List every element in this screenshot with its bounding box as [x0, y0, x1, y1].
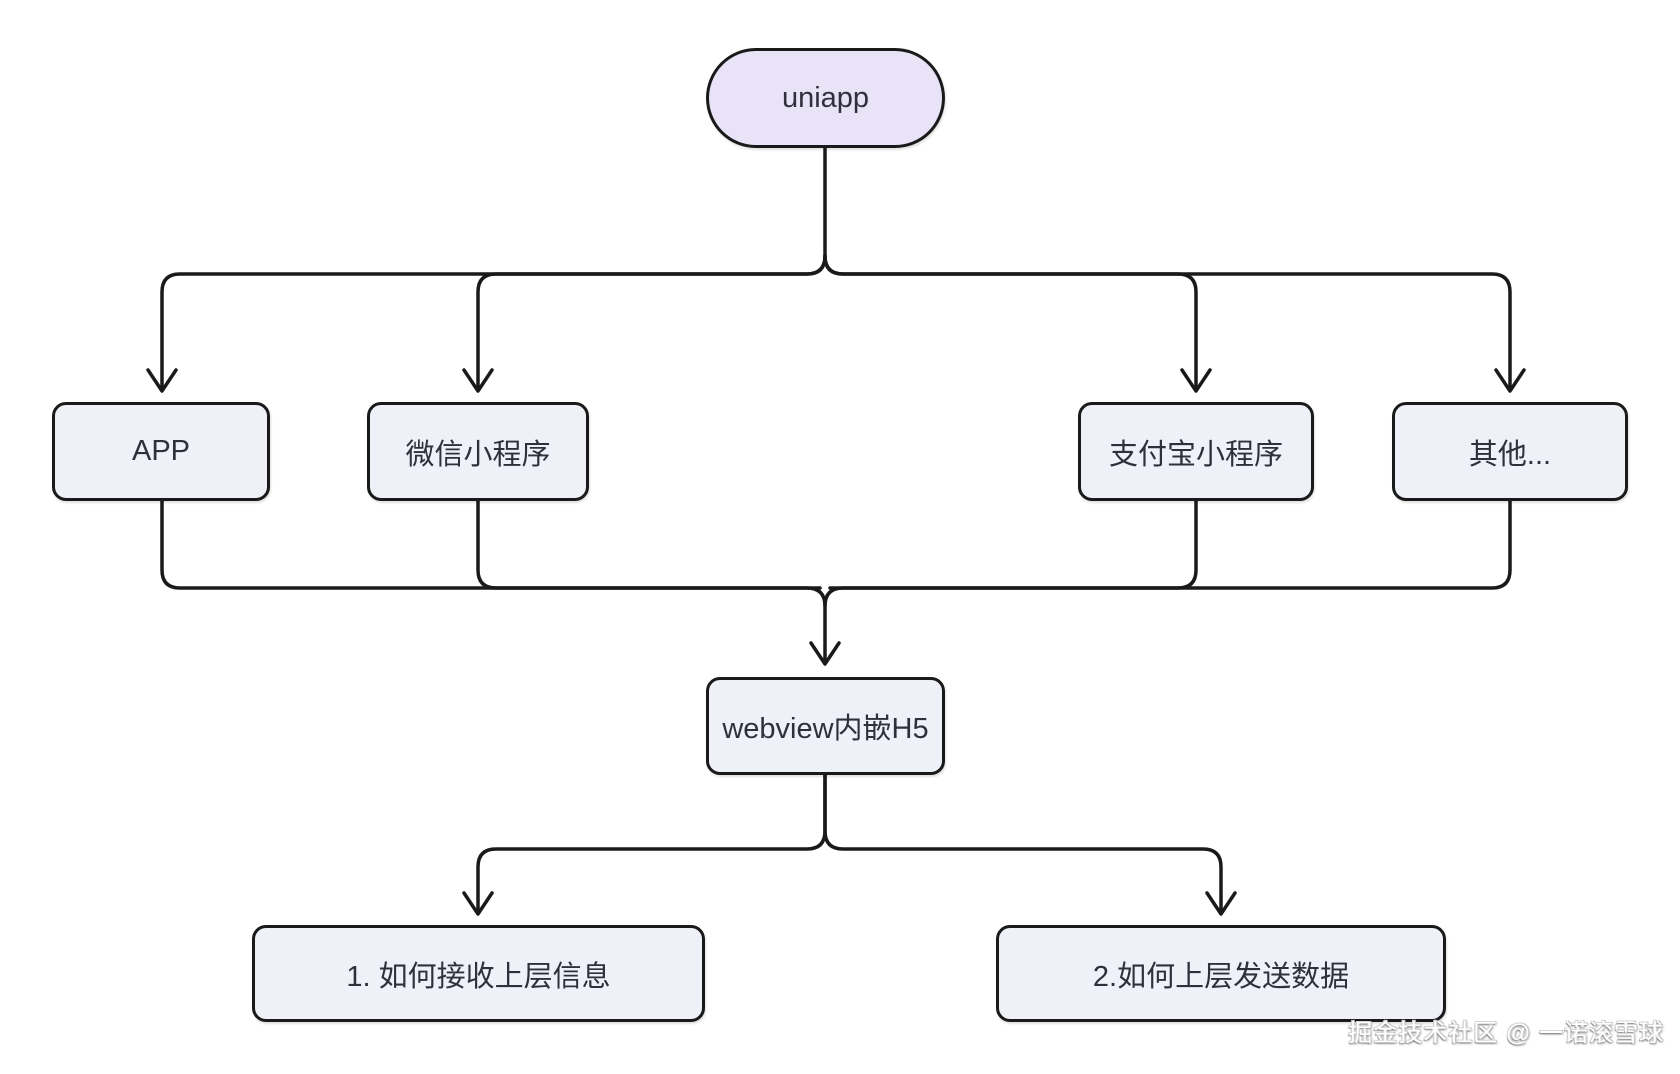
node-wechat-miniprogram-label: 微信小程序: [405, 438, 551, 471]
node-uniapp: uniapp: [706, 48, 945, 148]
node-uniapp-label: uniapp: [781, 81, 870, 114]
arrowhead-wechat: [462, 368, 494, 393]
edge-uniapp-alipay: [823, 254, 1198, 392]
node-question-send-data-to-upper: 2.如何上层发送数据: [996, 925, 1446, 1022]
edge-app-webview: [160, 499, 827, 664]
edge-uniapp-app: [160, 146, 827, 392]
edge-webview-q2: [823, 773, 1223, 915]
node-question-send-data-to-upper-label: 2.如何上层发送数据: [1092, 960, 1350, 993]
node-other-platforms: 其他...: [1392, 402, 1628, 501]
node-app: APP: [52, 402, 270, 501]
node-app-label: APP: [131, 435, 191, 467]
edge-other-webview: [823, 499, 1512, 608]
arrowhead-alipay: [1180, 368, 1212, 393]
arrowhead-webview: [809, 641, 841, 666]
node-alipay-miniprogram: 支付宝小程序: [1078, 402, 1314, 501]
edge-webview-q1: [476, 773, 827, 915]
node-question-receive-upper-message: 1. 如何接收上层信息: [252, 925, 705, 1022]
node-webview-embedded-h5: webview内嵌H5: [706, 677, 945, 775]
node-question-receive-upper-message-label: 1. 如何接收上层信息: [346, 960, 611, 993]
arrowhead-app: [146, 368, 178, 393]
node-alipay-miniprogram-label: 支付宝小程序: [1108, 438, 1283, 471]
watermark: 掘金技术社区 @ 一诺滚雪球: [1348, 1020, 1664, 1047]
edge-uniapp-wechat: [476, 254, 827, 392]
edge-alipay-webview: [828, 499, 1198, 590]
arrowhead-q2: [1205, 891, 1237, 916]
edge-wechat-webview: [476, 499, 822, 590]
node-other-platforms-label: 其他...: [1468, 438, 1552, 471]
edge-uniapp-other: [823, 254, 1512, 392]
node-wechat-miniprogram: 微信小程序: [367, 402, 589, 501]
arrowhead-q1: [462, 891, 494, 916]
node-webview-embedded-h5-label: webview内嵌H5: [722, 713, 929, 745]
arrowhead-other: [1494, 368, 1526, 393]
